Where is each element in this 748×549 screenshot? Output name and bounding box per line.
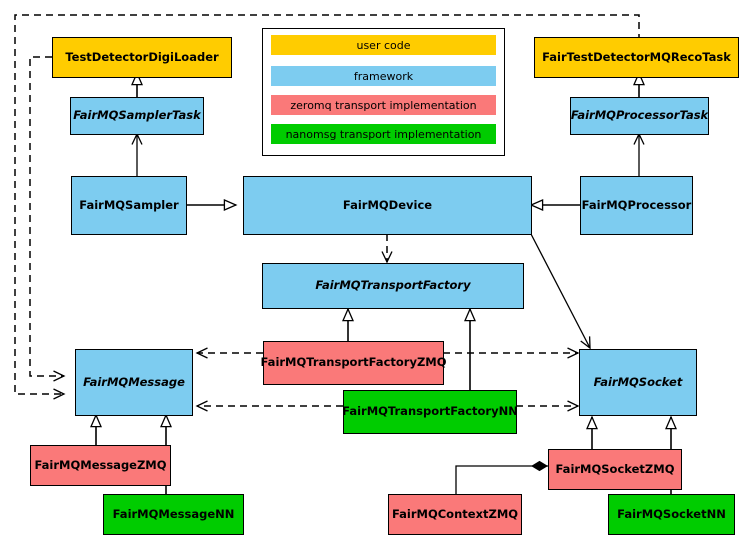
legend-label: user code [356,38,411,52]
class-box-fair-mq-context-zmq[interactable]: FairMQContextZMQ [388,494,522,535]
class-box-fair-mq-device[interactable]: FairMQDevice [243,176,532,235]
class-box-fair-mq-sampler[interactable]: FairMQSampler [71,176,187,235]
class-box-fair-mq-sampler-task[interactable]: FairMQSamplerTask [70,97,204,135]
class-label: FairMQSocketNN [617,506,726,521]
class-box-fair-mq-message-nn[interactable]: FairMQMessageNN [103,494,244,535]
class-box-fair-mq-processor[interactable]: FairMQProcessor [580,176,693,235]
class-label: FairMQSocketZMQ [555,461,675,476]
class-box-fair-mq-socket-nn[interactable]: FairMQSocketNN [608,494,735,535]
class-label: FairMQTransportFactory [315,278,471,293]
class-box-fair-mq-transport-factory-zmq[interactable]: FairMQTransportFactoryZMQ [260,341,447,385]
class-label: TestDetectorDigiLoader [65,49,219,64]
class-label: FairMQDevice [342,197,433,212]
class-label: FairMQSocket [593,374,683,389]
class-box-fair-mq-message[interactable]: FairMQMessage [75,349,193,416]
class-box-fair-mq-message-zmq[interactable]: FairMQMessageZMQ [30,445,171,486]
class-box-fair-test-detector-mq-reco-task[interactable]: FairTestDetectorMQRecoTask [534,37,739,78]
legend-item-zeromq: zeromq transport implementation [271,95,496,115]
class-label: FairMQTransportFactoryNN [342,404,518,419]
legend-label: zeromq transport implementation [290,98,477,112]
class-label: FairMQProcessor [581,197,692,212]
class-label: FairMQSampler [79,197,179,212]
legend-label: nanomsg transport implementation [285,127,482,141]
class-label: FairMQMessageNN [112,506,235,521]
legend-item-nanomsg: nanomsg transport implementation [271,124,496,144]
class-box-fair-mq-socket[interactable]: FairMQSocket [579,349,697,416]
class-label: FairMQMessageZMQ [34,457,167,472]
class-box-test-detector-digi-loader[interactable]: TestDetectorDigiLoader [52,37,232,78]
class-label: FairMQContextZMQ [391,506,519,521]
legend-item-framework: framework [271,66,496,86]
class-box-fair-mq-processor-task[interactable]: FairMQProcessorTask [570,97,709,135]
class-label: FairTestDetectorMQRecoTask [542,49,731,64]
class-label: FairMQTransportFactoryZMQ [260,355,447,370]
class-label: FairMQSamplerTask [73,108,201,123]
class-label: FairMQProcessorTask [570,108,709,123]
class-box-fair-mq-transport-factory-nn[interactable]: FairMQTransportFactoryNN [342,390,518,434]
class-label: FairMQMessage [83,374,185,389]
class-box-fair-mq-socket-zmq[interactable]: FairMQSocketZMQ [548,449,682,490]
legend-item-user-code: user code [271,35,496,55]
class-box-fair-mq-transport-factory[interactable]: FairMQTransportFactory [262,263,524,309]
legend-label: framework [353,69,414,83]
